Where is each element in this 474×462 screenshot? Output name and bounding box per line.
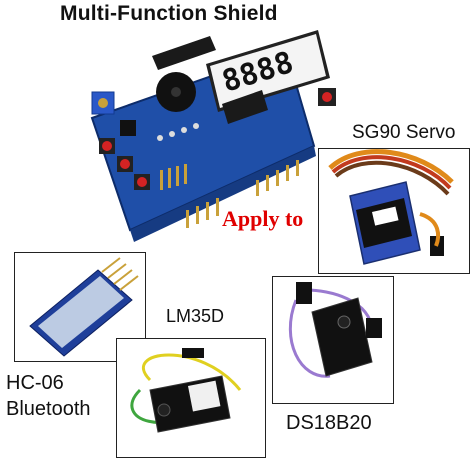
- lm35d-module: [130, 348, 242, 433]
- title: Multi-Function Shield: [60, 2, 278, 25]
- multi-function-shield-board: 8888: [90, 30, 336, 242]
- apply-to-label: Apply to: [222, 206, 304, 231]
- hc06-bluetooth-module: [29, 257, 139, 357]
- bluetooth-label-model: HC-06: [6, 372, 64, 394]
- bluetooth-label-type: Bluetooth: [6, 398, 91, 420]
- servo-label: SG90 Servo: [352, 122, 456, 143]
- ds18b20-label: DS18B20: [286, 412, 372, 434]
- ds18b20-module: [288, 282, 382, 378]
- jumper: [120, 120, 136, 136]
- push-buttons: [99, 88, 336, 190]
- sg90-servo: [328, 149, 454, 265]
- lm35d-label: LM35D: [166, 306, 225, 326]
- ic-chip: [222, 90, 268, 124]
